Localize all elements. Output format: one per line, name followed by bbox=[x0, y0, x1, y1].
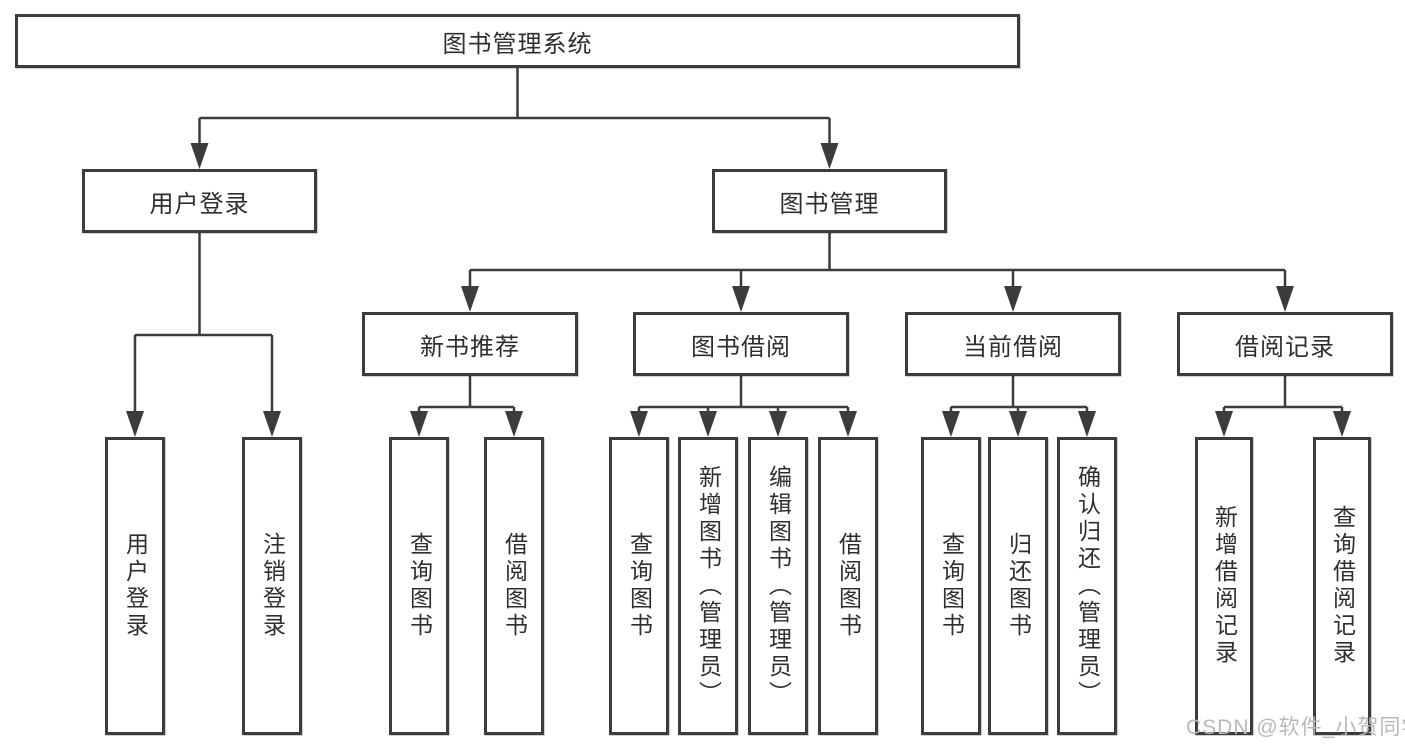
node-label: 借阅记录 bbox=[1235, 333, 1335, 361]
node-label: 借阅图书 bbox=[835, 532, 862, 640]
node-label: 借阅图书 bbox=[501, 532, 528, 640]
node-label: 归还图书 bbox=[1005, 532, 1032, 640]
diagram-node-b-query: 查询图书 bbox=[609, 437, 669, 735]
node-label: 查询图书 bbox=[406, 532, 433, 640]
node-label: 查询图书 bbox=[938, 532, 965, 640]
node-label: 注销登录 bbox=[259, 532, 286, 640]
connector-path bbox=[133, 68, 1344, 433]
node-label: 当前借阅 bbox=[963, 333, 1063, 361]
diagram-node-current: 当前借阅 bbox=[905, 312, 1121, 376]
diagram-node-mgmt: 图书管理 bbox=[712, 169, 947, 233]
diagram-node-r-query: 查询借阅记录 bbox=[1313, 437, 1371, 735]
diagram-node-user-login: 用户登录 bbox=[105, 437, 165, 735]
node-label: 编辑图书（管理员） bbox=[765, 464, 792, 708]
diagram-node-logout: 注销登录 bbox=[242, 437, 302, 735]
diagram-node-record: 借阅记录 bbox=[1177, 312, 1393, 376]
node-label: 查询图书 bbox=[626, 532, 653, 640]
diagram-node-root: 图书管理系统 bbox=[15, 14, 1020, 68]
diagram-node-b-add: 新增图书（管理员） bbox=[678, 437, 738, 735]
node-label: 图书管理 bbox=[779, 190, 880, 218]
node-label: 图书管理系统 bbox=[442, 30, 593, 58]
node-label: 查询借阅记录 bbox=[1329, 505, 1356, 667]
node-label: 确认归还（管理员） bbox=[1074, 464, 1101, 708]
diagram-node-r-add: 新增借阅记录 bbox=[1195, 437, 1253, 735]
diagram-node-rec: 新书推荐 bbox=[362, 312, 578, 376]
diagram-node-rec-borrow: 借阅图书 bbox=[484, 437, 544, 735]
diagram-node-c-query: 查询图书 bbox=[921, 437, 981, 735]
diagram-node-b-edit: 编辑图书（管理员） bbox=[748, 437, 808, 735]
diagram-node-b-borrow: 借阅图书 bbox=[818, 437, 878, 735]
node-label: 新书推荐 bbox=[420, 333, 520, 361]
node-label: 新增图书（管理员） bbox=[695, 464, 722, 708]
diagram-node-borrow: 图书借阅 bbox=[633, 312, 849, 376]
node-label: 用户登录 bbox=[149, 190, 250, 218]
diagram-node-login: 用户登录 bbox=[82, 169, 317, 233]
diagram-node-c-return: 归还图书 bbox=[988, 437, 1048, 735]
diagram-node-rec-query: 查询图书 bbox=[389, 437, 449, 735]
node-label: 图书借阅 bbox=[691, 333, 791, 361]
node-label: 新增借阅记录 bbox=[1211, 505, 1238, 667]
node-label: 用户登录 bbox=[122, 532, 149, 640]
diagram-node-c-confirm: 确认归还（管理员） bbox=[1057, 437, 1117, 735]
